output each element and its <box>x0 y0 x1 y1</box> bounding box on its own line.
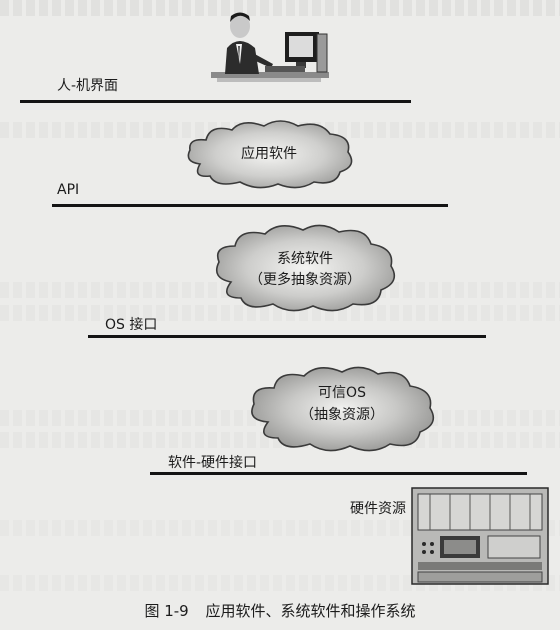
api-line <box>52 204 448 207</box>
os-interface-label: OS 接口 <box>105 317 158 333</box>
figure-number: 图 1-9 <box>144 602 189 620</box>
trusted-os-cloud: 可信OS （抽象资源） <box>244 362 440 456</box>
background-texture <box>0 0 560 16</box>
hardware-label: 硬件资源 <box>350 501 406 517</box>
application-software-label: 应用软件 <box>241 146 297 162</box>
trusted-os-sublabel: （抽象资源） <box>300 407 384 423</box>
hardware-cabinet-illustration <box>410 486 550 586</box>
trusted-os-label: 可信OS <box>318 385 366 401</box>
sw-hw-interface-label: 软件-硬件接口 <box>168 455 258 471</box>
human-interface-label: 人-机界面 <box>57 78 119 94</box>
figure-title: 应用软件、系统软件和操作系统 <box>205 602 416 620</box>
figure-caption: 图 1-9 应用软件、系统软件和操作系统 <box>0 600 560 621</box>
system-software-label: 系统软件 <box>277 251 333 267</box>
sw-hw-interface-line <box>150 472 527 475</box>
user-at-computer-illustration <box>205 4 330 86</box>
system-software-sublabel: （更多抽象资源） <box>249 272 361 288</box>
application-software-cloud: 应用软件 <box>180 116 358 192</box>
os-interface-line <box>88 335 486 338</box>
background-texture <box>0 305 560 321</box>
human-interface-line <box>20 100 411 103</box>
system-software-cloud: 系统软件 （更多抽象资源） <box>209 220 401 316</box>
api-label: API <box>57 182 80 198</box>
